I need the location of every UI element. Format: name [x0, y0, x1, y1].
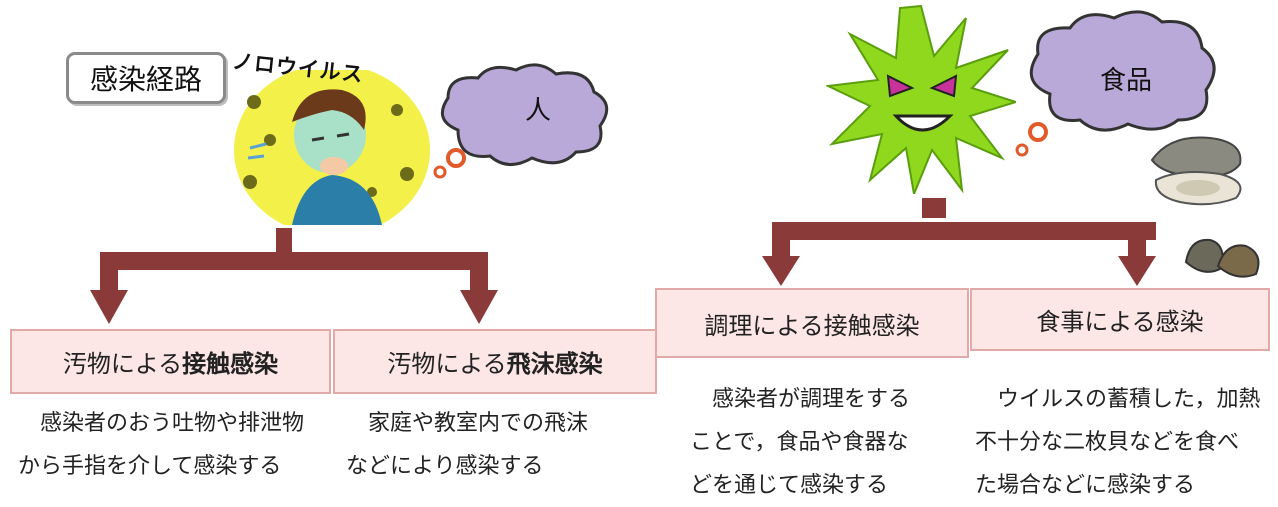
route-description: 家庭や教室内での飛沫 などにより感染する — [346, 402, 646, 488]
cough-lines — [247, 142, 267, 160]
route-description: ウイルスの蓄積した，加熱 不十分な二枚貝などを食べ た場合などに感染する — [975, 378, 1275, 507]
desc-line: 不十分な二枚貝などを食べ — [975, 430, 1240, 455]
bubble-person-text: 人 — [525, 96, 552, 126]
route-prefix: 食事による感染 — [1036, 308, 1204, 336]
desc-line: どを通じて感染する — [690, 473, 889, 498]
sick-person-illustration — [234, 70, 430, 225]
route-prefix: 調理による接触感染 — [704, 311, 920, 340]
route-description: 感染者が調理をする ことで，食品や食器な どを通じて感染する — [690, 378, 970, 507]
desc-line: から手指を介して感染する — [18, 454, 282, 479]
virus-illustration — [826, 4, 1016, 194]
desc-line: た場合などに感染する — [975, 473, 1196, 498]
bubble-food-text: 食品 — [1100, 66, 1153, 96]
route-prefix: 汚物による — [387, 350, 507, 378]
route-emphasis: 飛沫感染 — [506, 350, 603, 378]
route-emphasis: 接触感染 — [182, 350, 279, 378]
thought-bubble-food — [1015, 10, 1216, 157]
route-box-contact-waste: 汚物による接触感染 — [10, 329, 331, 394]
route-box-eating: 食事による感染 — [970, 288, 1270, 351]
route-box-droplet: 汚物による飛沫感染 — [333, 329, 657, 394]
route-box-cooking: 調理による接触感染 — [655, 288, 969, 358]
title-box: 感染経路 — [66, 52, 226, 104]
right-branch-arrows — [762, 198, 1156, 286]
desc-line: 感染者のおう吐物や排泄物 — [40, 411, 305, 436]
route-description: 感染者のおう吐物や排泄物 から手指を介して感染する — [18, 402, 338, 488]
germ-icons — [243, 95, 414, 197]
left-branch-arrows — [90, 228, 498, 324]
desc-line: などにより感染する — [346, 454, 544, 479]
page-title: 感染経路 — [89, 63, 202, 96]
route-prefix: 汚物による — [62, 350, 183, 378]
clam-icon — [1184, 238, 1260, 278]
desc-line: ことで，食品や食器な — [690, 430, 909, 455]
desc-line: ウイルスの蓄積した，加熱 — [997, 387, 1261, 412]
desc-line: 家庭や教室内での飛沫 — [368, 411, 589, 436]
thought-bubble-person — [433, 63, 609, 179]
oyster-icon — [1150, 136, 1242, 206]
desc-line: 感染者が調理をする — [712, 387, 911, 412]
